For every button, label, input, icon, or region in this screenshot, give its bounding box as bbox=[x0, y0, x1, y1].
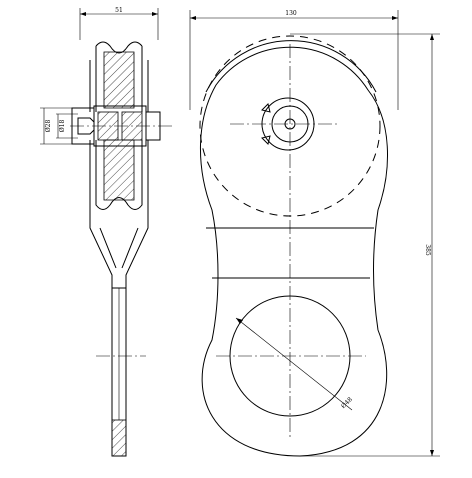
bore-outer-label: Ø28 bbox=[45, 120, 52, 133]
height-label: 385 bbox=[424, 244, 431, 256]
lower-circle-label: Ø48 bbox=[340, 396, 354, 410]
side-plate-left bbox=[89, 60, 113, 288]
top-arc bbox=[205, 40, 377, 93]
front-width-dimension: 130 bbox=[189, 10, 399, 110]
body-outline bbox=[200, 46, 388, 457]
side-view: 51 Ø28 Ø18 bbox=[40, 7, 172, 457]
bore-inner-label: Ø18 bbox=[59, 120, 66, 133]
pulley-outline bbox=[95, 41, 143, 210]
side-plate-right bbox=[125, 60, 149, 288]
height-dimension: 385 bbox=[290, 33, 440, 457]
lower-circle-diameter bbox=[235, 317, 353, 411]
side-width-label: 51 bbox=[115, 7, 123, 14]
side-width-dimension: 51 bbox=[79, 7, 159, 40]
lower-strap bbox=[111, 287, 127, 457]
front-width-label: 130 bbox=[285, 10, 297, 17]
bore-dimensions: Ø28 Ø18 bbox=[40, 107, 78, 145]
front-view: 130 385 Ø48 bbox=[189, 10, 440, 457]
